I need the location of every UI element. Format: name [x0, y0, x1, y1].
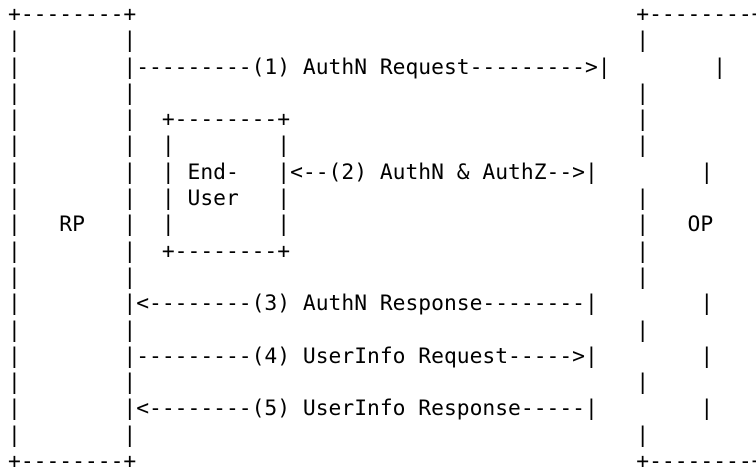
ascii-sequence-diagram: +--------+ +--------+ | | | | | |-------… [8, 2, 756, 475]
